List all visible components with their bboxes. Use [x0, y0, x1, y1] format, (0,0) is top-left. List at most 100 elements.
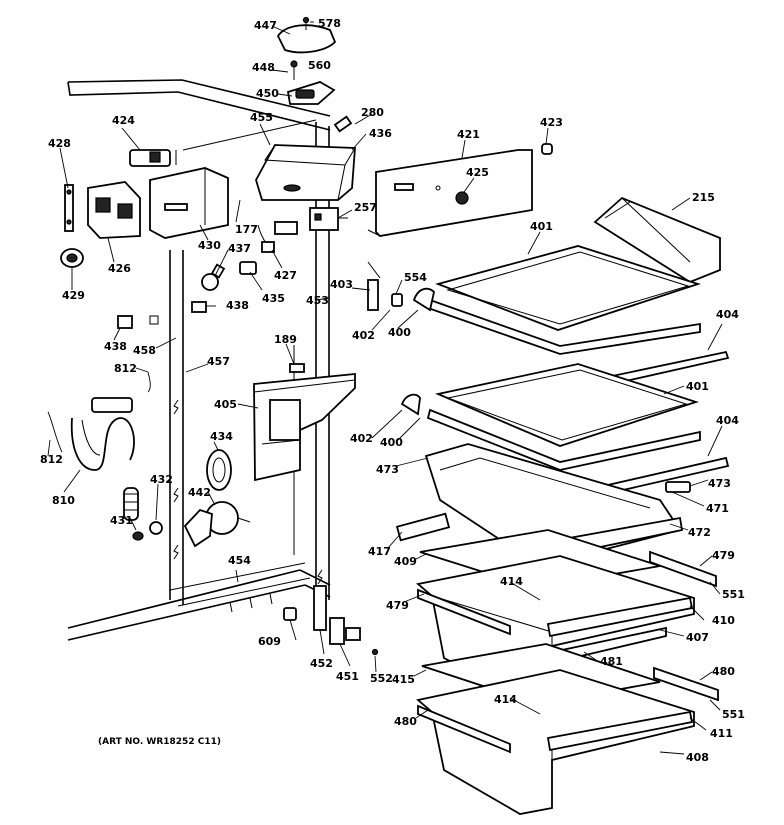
label-415: 415 — [392, 673, 415, 686]
label-436: 436 — [369, 127, 392, 140]
label-452: 452 — [310, 657, 333, 670]
label-812-upper: 812 — [114, 362, 137, 375]
label-417: 417 — [368, 545, 391, 558]
label-404-lower: 404 — [716, 414, 739, 427]
art-number: (ART NO. WR18252 C11) — [98, 737, 221, 747]
label-450: 450 — [256, 87, 279, 100]
label-554: 554 — [404, 271, 427, 284]
fitting-429 — [60, 248, 84, 268]
label-425: 425 — [466, 166, 489, 179]
label-410: 410 — [712, 614, 735, 627]
fan-shroud-405 — [253, 373, 356, 482]
label-810: 810 — [52, 494, 75, 507]
label-472: 472 — [688, 526, 711, 539]
label-407: 407 — [686, 631, 709, 644]
label-552: 552 — [370, 672, 393, 685]
glass-shelf-lower — [400, 363, 701, 471]
grommet-434 — [206, 449, 232, 491]
light-housing-426 — [87, 181, 141, 239]
label-431: 431 — [110, 514, 133, 527]
label-432: 432 — [150, 473, 173, 486]
label-812-lower: 812 — [40, 453, 63, 466]
label-414-upper: 414 — [500, 575, 523, 588]
label-257: 257 — [354, 201, 377, 214]
label-578: 578 — [318, 17, 341, 30]
label-453: 453 — [306, 294, 329, 307]
label-480-left: 480 — [394, 715, 417, 728]
label-414-lower: 414 — [494, 693, 517, 706]
label-551-lower: 551 — [722, 708, 745, 721]
label-451: 451 — [336, 670, 359, 683]
bulb-437 — [201, 263, 226, 291]
label-401-upper: 401 — [530, 220, 553, 233]
label-427: 427 — [274, 269, 297, 282]
label-454: 454 — [228, 554, 251, 567]
bracket-428 — [64, 184, 74, 232]
label-404-upper: 404 — [716, 308, 739, 321]
label-189: 189 — [274, 333, 297, 346]
label-280: 280 — [361, 106, 384, 119]
label-408: 408 — [686, 751, 709, 764]
dispenser-cover — [276, 16, 337, 54]
leader-lines — [47, 21, 723, 755]
air-duct-436 — [255, 115, 356, 201]
label-448: 448 — [252, 61, 275, 74]
label-438-left: 438 — [104, 340, 127, 353]
control-housing-421 — [367, 143, 553, 237]
label-479-left: 479 — [386, 599, 409, 612]
label-428: 428 — [48, 137, 71, 150]
label-402-upper: 402 — [352, 329, 375, 342]
small-parts-438 — [117, 301, 207, 329]
pan-408 — [416, 666, 719, 815]
label-473-right: 473 — [708, 477, 731, 490]
part-labels: 447 578 448 560 450 280 455 436 424 428 … — [40, 17, 745, 764]
label-215: 215 — [692, 191, 715, 204]
glass-shelf-upper — [367, 245, 701, 355]
heater-810 — [70, 397, 135, 471]
label-442: 442 — [188, 486, 211, 499]
door-bin-215 — [593, 196, 721, 284]
label-400-upper: 400 — [388, 326, 411, 339]
label-473-left: 473 — [376, 463, 399, 476]
label-400-lower: 400 — [380, 436, 403, 449]
label-423: 423 — [540, 116, 563, 129]
label-434: 434 — [210, 430, 233, 443]
damper-control — [286, 60, 336, 105]
label-455: 455 — [250, 111, 273, 124]
wire-812 — [47, 371, 151, 453]
label-177: 177 — [235, 223, 258, 236]
label-471: 471 — [706, 502, 729, 515]
label-447: 447 — [254, 19, 277, 32]
label-405: 405 — [214, 398, 237, 411]
label-479-right: 479 — [712, 549, 735, 562]
label-424: 424 — [112, 114, 135, 127]
fan-motor-442 — [183, 501, 251, 548]
light-socket-424 — [129, 149, 171, 167]
wire-harness-427 — [239, 221, 298, 275]
light-shield-430 — [149, 167, 229, 239]
thermostat-257 — [309, 207, 348, 231]
label-402-lower: 402 — [350, 432, 373, 445]
label-457: 457 — [207, 355, 230, 368]
label-560: 560 — [308, 59, 331, 72]
label-481: 481 — [600, 655, 623, 668]
label-609: 609 — [258, 635, 281, 648]
label-421: 421 — [457, 128, 480, 141]
label-480-right: 480 — [712, 665, 735, 678]
label-411: 411 — [710, 727, 733, 740]
label-401-lower: 401 — [686, 380, 709, 393]
label-426: 426 — [108, 262, 131, 275]
label-409: 409 — [394, 555, 417, 568]
label-429: 429 — [62, 289, 85, 302]
label-458: 458 — [133, 344, 156, 357]
label-430: 430 — [198, 239, 221, 252]
label-437: 437 — [228, 242, 251, 255]
label-435: 435 — [262, 292, 285, 305]
label-551-upper: 551 — [722, 588, 745, 601]
label-438-right: 438 — [226, 299, 249, 312]
hinge-parts — [283, 261, 381, 656]
label-403: 403 — [330, 278, 353, 291]
clip-189 — [289, 363, 305, 373]
